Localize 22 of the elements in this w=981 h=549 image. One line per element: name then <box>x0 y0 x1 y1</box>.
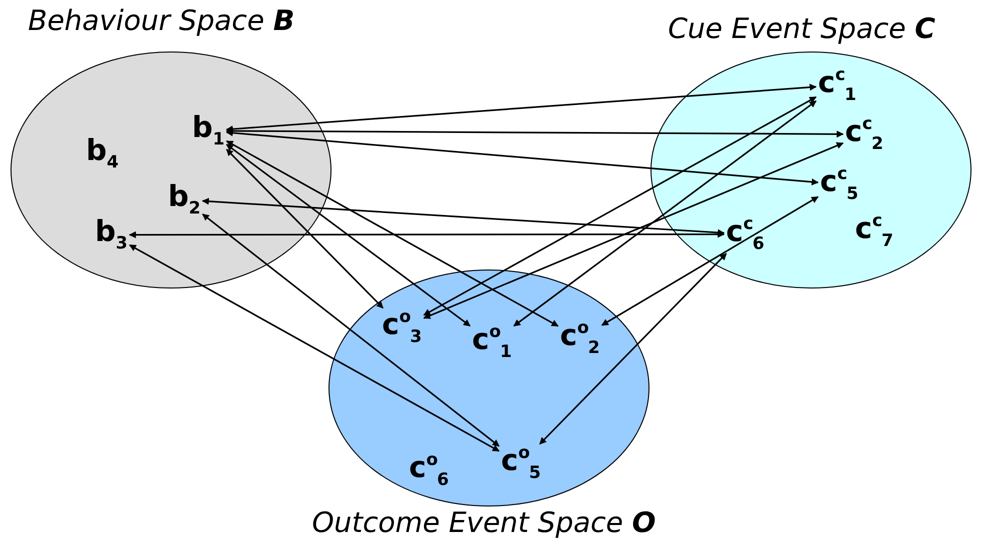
element-label: b$_{1}$ <box>192 113 225 149</box>
space-heading: Behaviour Space B <box>28 6 295 37</box>
arrow <box>539 252 727 445</box>
arrow <box>129 244 500 452</box>
element-label: b$_{4}$ <box>86 136 119 172</box>
element-label: b$_{2}$ <box>168 182 201 218</box>
arrow <box>202 198 725 236</box>
arrow <box>128 230 725 238</box>
space-heading: Cue Event Space C <box>668 14 936 45</box>
arrow <box>226 144 471 327</box>
arrow <box>423 96 817 316</box>
arrow <box>226 127 844 138</box>
arrow <box>226 148 384 309</box>
arrow <box>226 129 819 186</box>
element-label: b$_{3}$ <box>95 217 128 253</box>
arrow <box>226 84 817 133</box>
arrow <box>513 100 817 327</box>
arrow <box>202 214 500 447</box>
space-heading: Outcome Event Space O <box>312 508 656 539</box>
arrow <box>423 142 844 319</box>
arrow <box>601 196 819 326</box>
arrow <box>226 140 559 327</box>
